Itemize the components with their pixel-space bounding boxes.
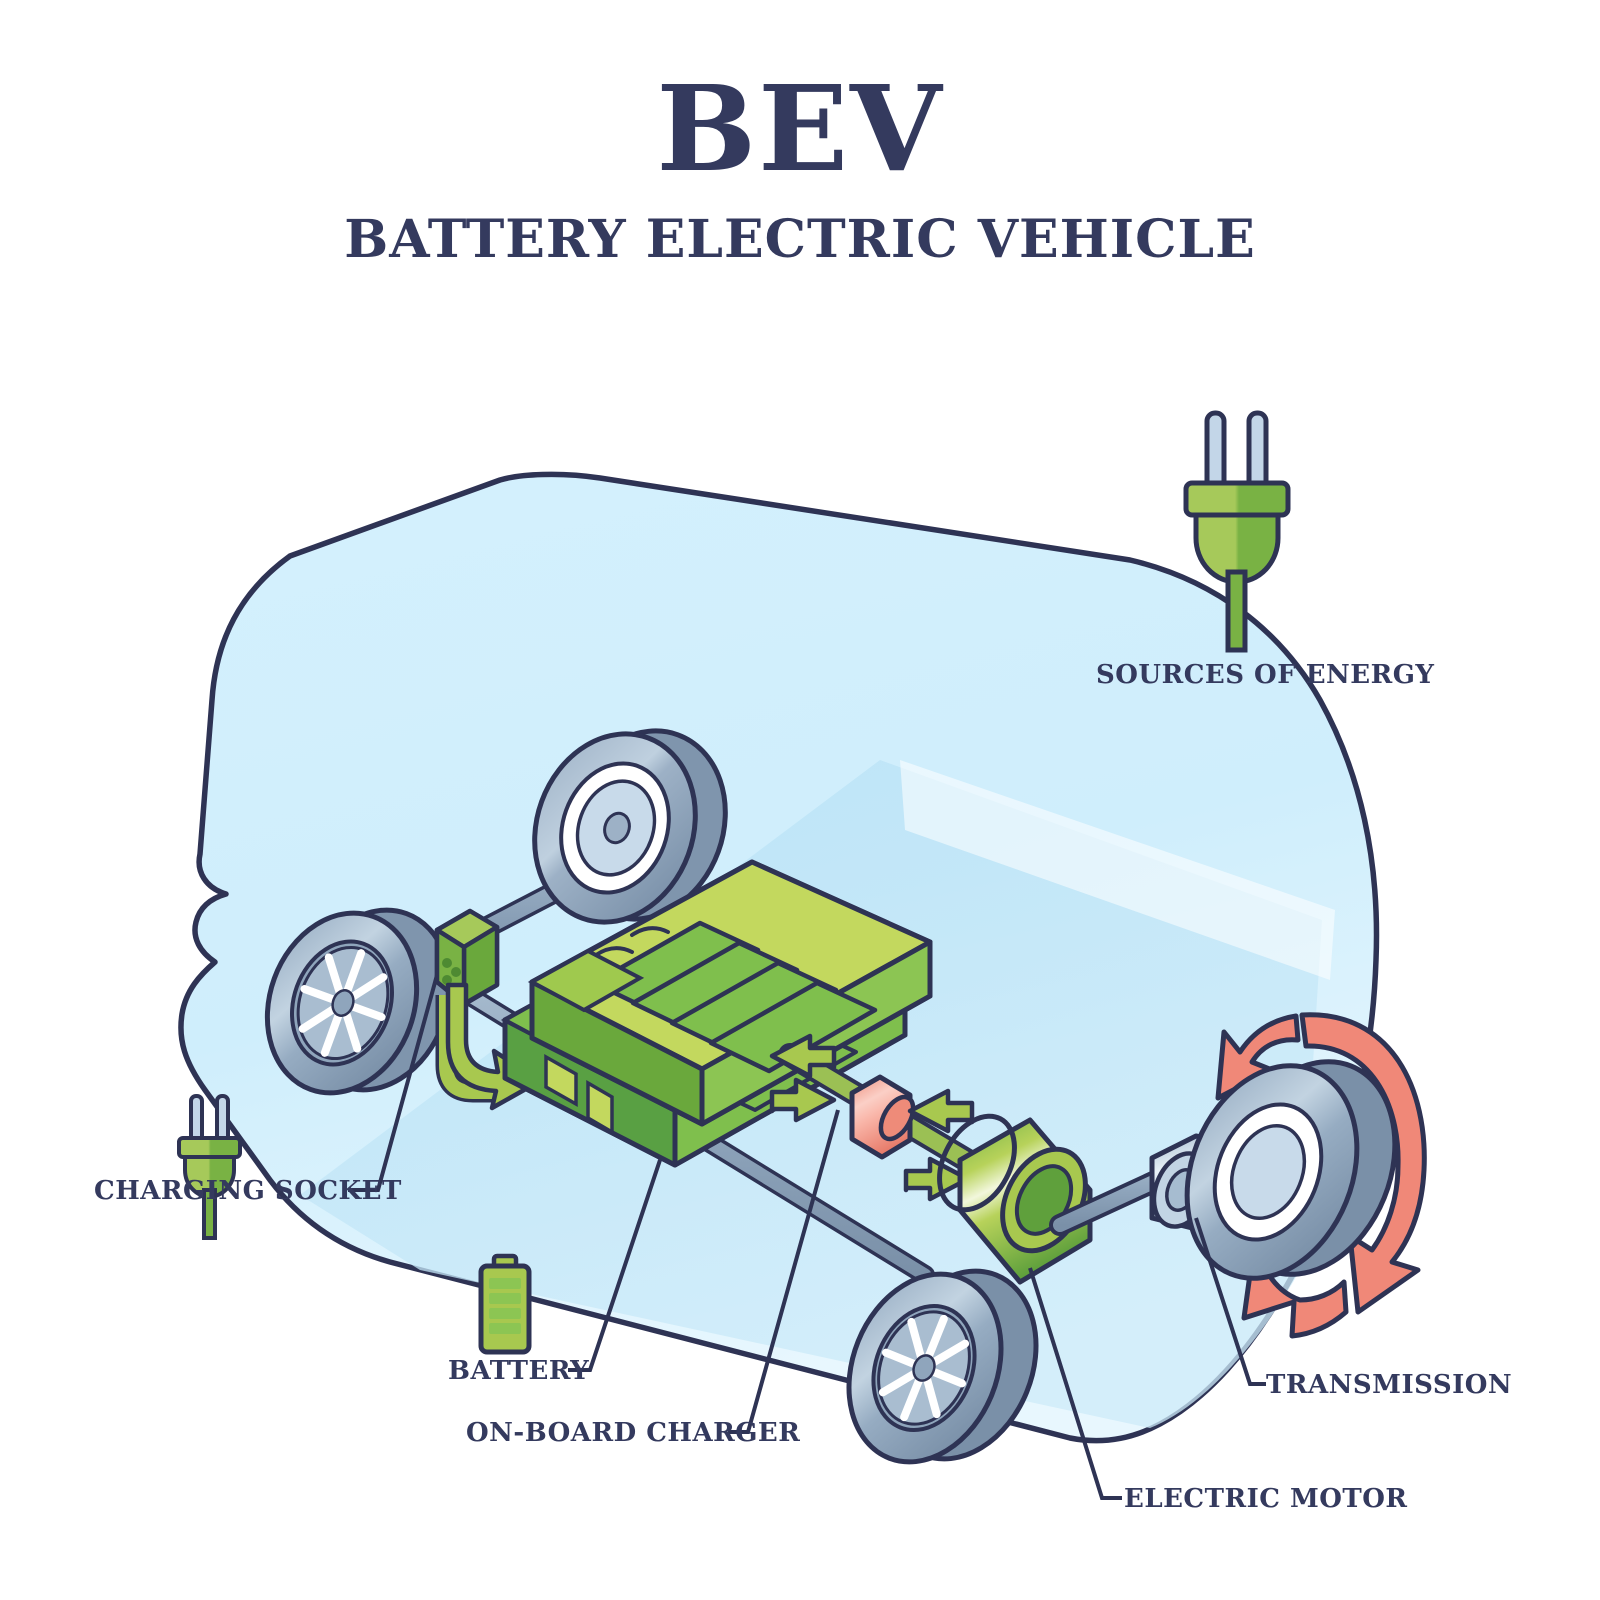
power-plug-icon [177,1094,242,1240]
rear-wheel [846,1268,1039,1465]
callout-sources-of-energy: SOURCES OF ENERGY [1096,660,1435,690]
rear-wheel [1184,1059,1398,1281]
shaft-coupling [849,1074,916,1160]
leader-lines [348,974,1266,1500]
battery-icon [478,1253,532,1355]
callout-battery: BATTERY [448,1356,590,1386]
callout-electric-motor: ELECTRIC MOTOR [1124,1484,1408,1514]
front-wheel [264,907,453,1096]
battery-module-upper [527,859,933,1136]
callout-charging-socket: CHARGING SOCKET [94,1176,402,1206]
power-plug-icon [1183,410,1291,653]
front-wheel [532,728,728,925]
callout-transmission: TRANSMISSION [1266,1370,1513,1400]
callout-on-board-charger: ON-BOARD CHARGER [466,1418,801,1448]
